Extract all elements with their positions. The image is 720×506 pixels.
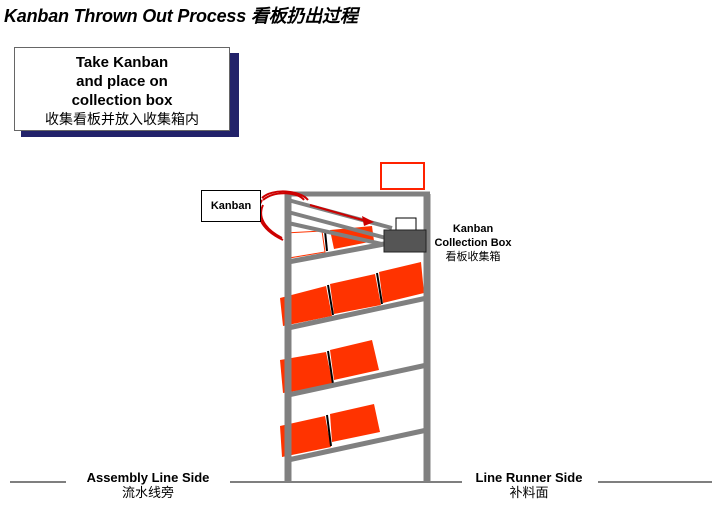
callout-line-2: and place on [76,73,168,90]
shelf-2 [287,295,428,331]
arrow-line [309,204,367,222]
shelf-4 [287,427,428,463]
kanban-card-on-rack [380,162,425,190]
assembly-side-zh: 流水线旁 [121,485,174,500]
collection-box-label-en2: Collection Box [434,237,512,249]
bins-shelf-3 [280,340,379,393]
kanban-path-arrow [260,192,305,239]
runner-side-zh: 补料面 [509,485,549,500]
rack-frame [284,191,431,482]
bin [280,416,331,457]
bin [330,274,381,314]
bin-divider [324,230,328,252]
assembly-side-en: Assembly Line Side [86,470,210,485]
kanban-label: Kanban [201,190,261,222]
assembly-line-side-label: Assembly Line Side 流水线旁 [68,470,228,500]
line-runner-side-label: Line Runner Side 补料面 [462,470,596,500]
shelf-3 [287,362,428,398]
bins-shelf-2 [280,262,424,326]
callout-line-1: Take Kanban [75,54,169,71]
page-title: Kanban Thrown Out Process 看板扔出过程 [4,6,358,26]
bin-divider [327,350,334,385]
bin [280,352,333,393]
bins-shelf-4 [280,404,380,457]
runner-side-en: Line Runner Side [475,470,583,485]
bin [330,340,379,380]
bin-divider [326,414,332,447]
arrow-head [362,216,374,226]
bin [280,286,332,326]
callout-line-3: collection box [71,92,173,109]
bin [379,262,424,303]
kanban-path-top [261,190,309,201]
collection-box-label: Kanban Collection Box 看板收集箱 [418,222,528,264]
collection-box-label-zh: 看板收集箱 [445,251,501,263]
kanban-collection-box [383,217,427,253]
collection-box-label-en1: Kanban [452,223,494,235]
callout-chinese: 收集看板并放入收集箱内 [45,111,199,127]
bin-divider [376,272,383,305]
collection-box-body [383,229,427,253]
bin [330,404,380,442]
bin-divider [327,284,334,316]
instruction-callout: Take Kanban and place on collection box … [14,47,230,131]
